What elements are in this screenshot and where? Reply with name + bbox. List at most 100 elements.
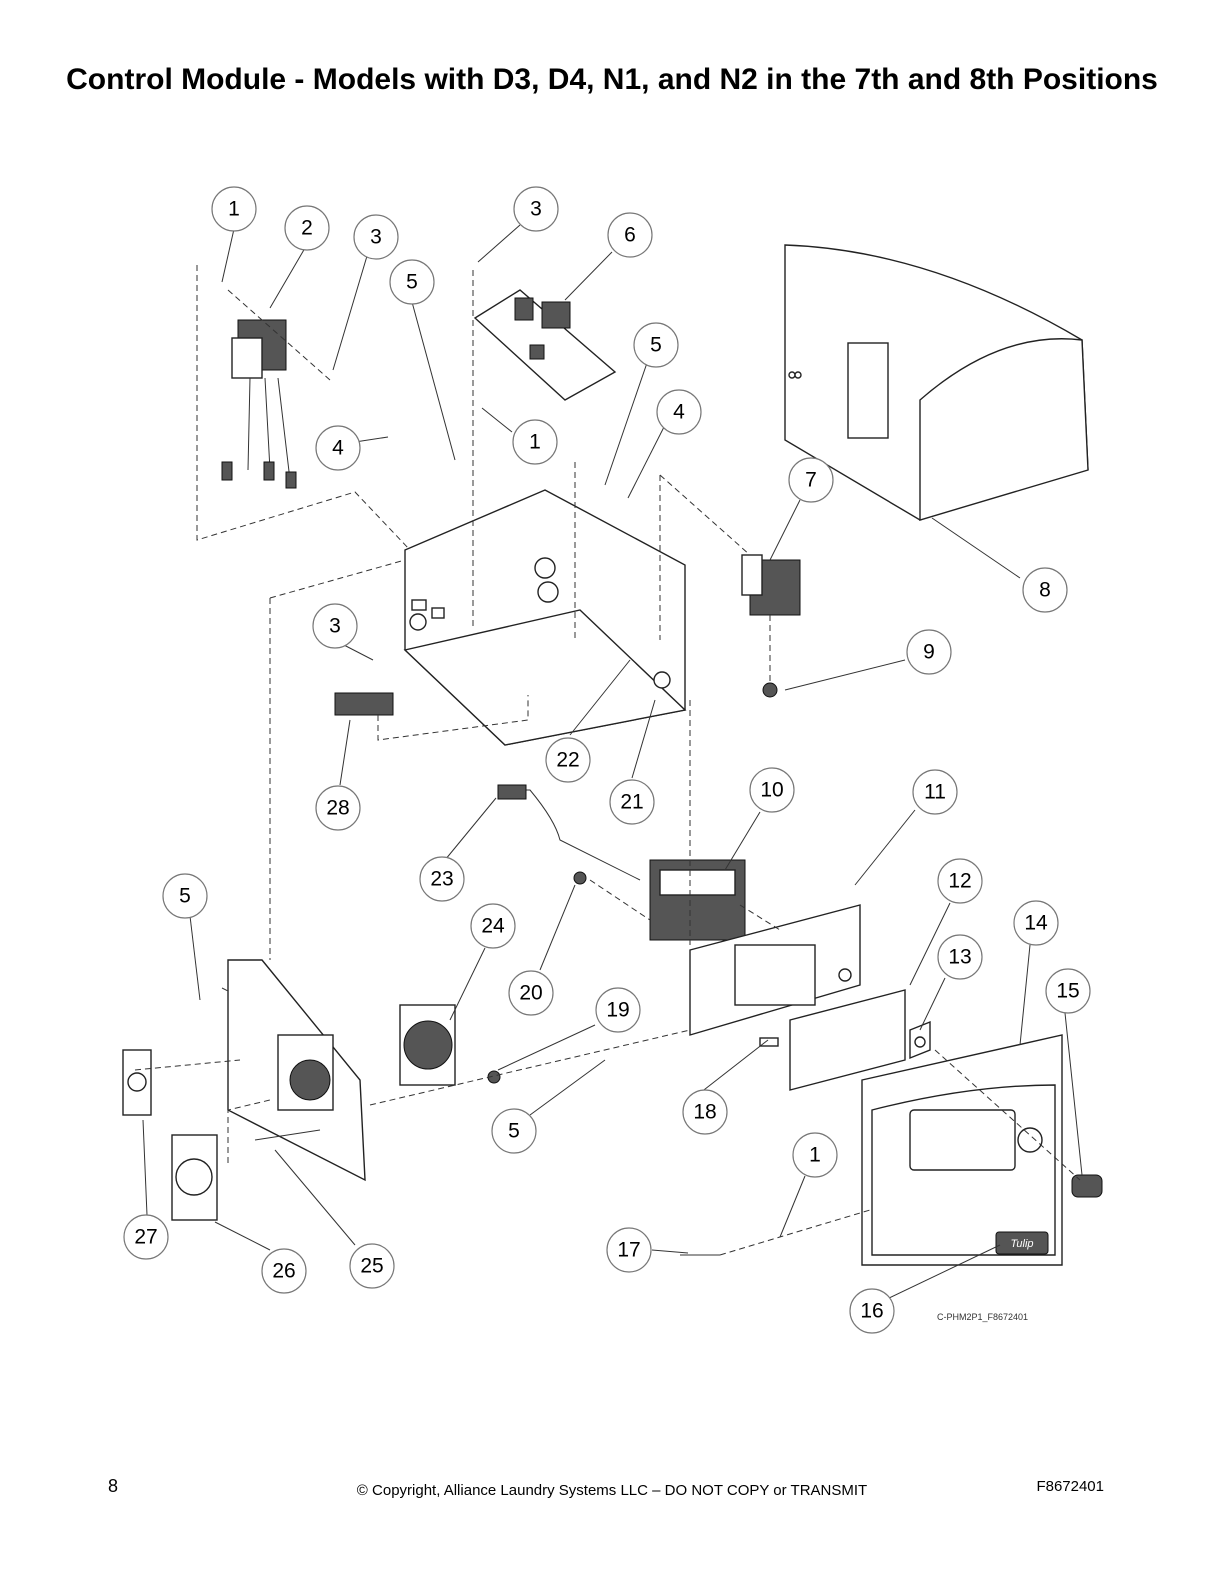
callout-22: 22 [545, 737, 591, 783]
svg-text:25: 25 [360, 1255, 383, 1278]
svg-text:22: 22 [556, 749, 579, 772]
document-number: F8672401 [1036, 1478, 1104, 1495]
callout-26: 26 [261, 1248, 307, 1294]
callout-1: 1 [211, 186, 257, 232]
callout-14: 14 [1013, 900, 1059, 946]
svg-text:8: 8 [1039, 579, 1051, 602]
svg-text:24: 24 [481, 915, 505, 938]
cover-part [784, 244, 1089, 521]
svg-text:5: 5 [508, 1120, 520, 1143]
callout-3: 3 [513, 186, 559, 232]
transformer-part [221, 319, 297, 489]
svg-text:21: 21 [620, 791, 643, 814]
svg-text:27: 27 [134, 1226, 157, 1249]
callout-10: 10 [749, 767, 795, 813]
callout-20: 20 [508, 970, 554, 1016]
pcb-part [473, 289, 617, 401]
relay-part [741, 554, 801, 616]
callout-4: 4 [656, 389, 702, 435]
leader-lines [142, 224, 1083, 1301]
callout-7: 7 [788, 457, 834, 503]
callout-6: 6 [607, 212, 653, 258]
chassis-part [403, 489, 687, 746]
harness-part [497, 784, 641, 881]
exploded-parts-diagram: Tulip [122, 186, 1103, 1334]
bushing-part [573, 871, 587, 885]
svg-text:1: 1 [228, 198, 240, 221]
svg-text:18: 18 [693, 1101, 716, 1124]
fan-guard-part [171, 1134, 218, 1221]
front-door-part: Tulip [861, 1034, 1063, 1266]
svg-text:6: 6 [624, 224, 636, 247]
callout-5: 5 [491, 1108, 537, 1154]
callout-9: 9 [906, 629, 952, 675]
callout-16: 16 [849, 1288, 895, 1334]
svg-text:10: 10 [760, 779, 783, 802]
svg-text:5: 5 [179, 885, 191, 908]
fan-part [399, 1004, 456, 1086]
svg-text:26: 26 [272, 1260, 295, 1283]
svg-text:5: 5 [406, 271, 418, 294]
svg-text:19: 19 [606, 999, 629, 1022]
front-panel-part [689, 904, 861, 1036]
callout-2: 2 [284, 205, 330, 251]
callout-15: 15 [1045, 968, 1091, 1014]
copyright-notice: © Copyright, Alliance Laundry Systems LL… [356, 1482, 868, 1499]
long-screw-part [254, 1129, 321, 1141]
brand-badge-text: Tulip [1010, 1238, 1033, 1250]
callout-8: 8 [1022, 567, 1068, 613]
svg-text:3: 3 [370, 226, 382, 249]
callout-19: 19 [595, 987, 641, 1033]
svg-text:14: 14 [1024, 912, 1048, 935]
callout-27: 27 [123, 1214, 169, 1260]
svg-text:28: 28 [326, 797, 349, 820]
callout-12: 12 [937, 858, 983, 904]
callout-13: 13 [937, 934, 983, 980]
svg-text:3: 3 [329, 615, 341, 638]
page-number: 8 [108, 1476, 119, 1496]
callout-21: 21 [609, 779, 655, 825]
standoff-part [759, 1037, 779, 1047]
callout-5: 5 [389, 259, 435, 305]
svg-text:9: 9 [923, 641, 935, 664]
callout-18: 18 [682, 1089, 728, 1135]
knob-part [1071, 1174, 1103, 1198]
svg-text:2: 2 [301, 217, 313, 240]
svg-text:4: 4 [332, 437, 344, 460]
wire-terminal-part [762, 682, 778, 698]
callout-1: 1 [512, 419, 558, 465]
svg-text:15: 15 [1056, 980, 1079, 1003]
svg-text:3: 3 [530, 198, 542, 221]
assembly-lines [134, 265, 1081, 1256]
figure-code: C-PHM2P1_F8672401 [937, 1312, 1028, 1322]
callout-1: 1 [792, 1132, 838, 1178]
callout-24: 24 [470, 903, 516, 949]
callout-23: 23 [419, 856, 465, 902]
svg-text:12: 12 [948, 870, 971, 893]
callout-25: 25 [349, 1243, 395, 1289]
rear-panel-part [227, 959, 366, 1182]
callout-17: 17 [606, 1227, 652, 1273]
svg-text:1: 1 [809, 1144, 821, 1167]
callout-3: 3 [312, 603, 358, 649]
svg-text:20: 20 [519, 982, 542, 1005]
callout-28: 28 [315, 785, 361, 831]
control-board-part [649, 859, 746, 941]
svg-text:4: 4 [673, 401, 685, 424]
svg-text:11: 11 [924, 781, 946, 804]
callout-5: 5 [633, 322, 679, 368]
callout-4: 4 [315, 425, 361, 471]
callout-5: 5 [162, 873, 208, 919]
callout-11: 11 [912, 769, 958, 815]
overlay-part [789, 989, 906, 1091]
svg-text:7: 7 [805, 469, 817, 492]
page-title: Control Module - Models with D3, D4, N1,… [66, 63, 1158, 96]
svg-text:17: 17 [617, 1239, 640, 1262]
svg-text:13: 13 [948, 946, 971, 969]
svg-text:1: 1 [529, 431, 541, 454]
svg-text:16: 16 [860, 1300, 883, 1323]
terminal-block-part [334, 692, 394, 716]
filter-bracket-part [122, 1049, 152, 1116]
svg-text:5: 5 [650, 334, 662, 357]
callout-3: 3 [353, 214, 399, 260]
